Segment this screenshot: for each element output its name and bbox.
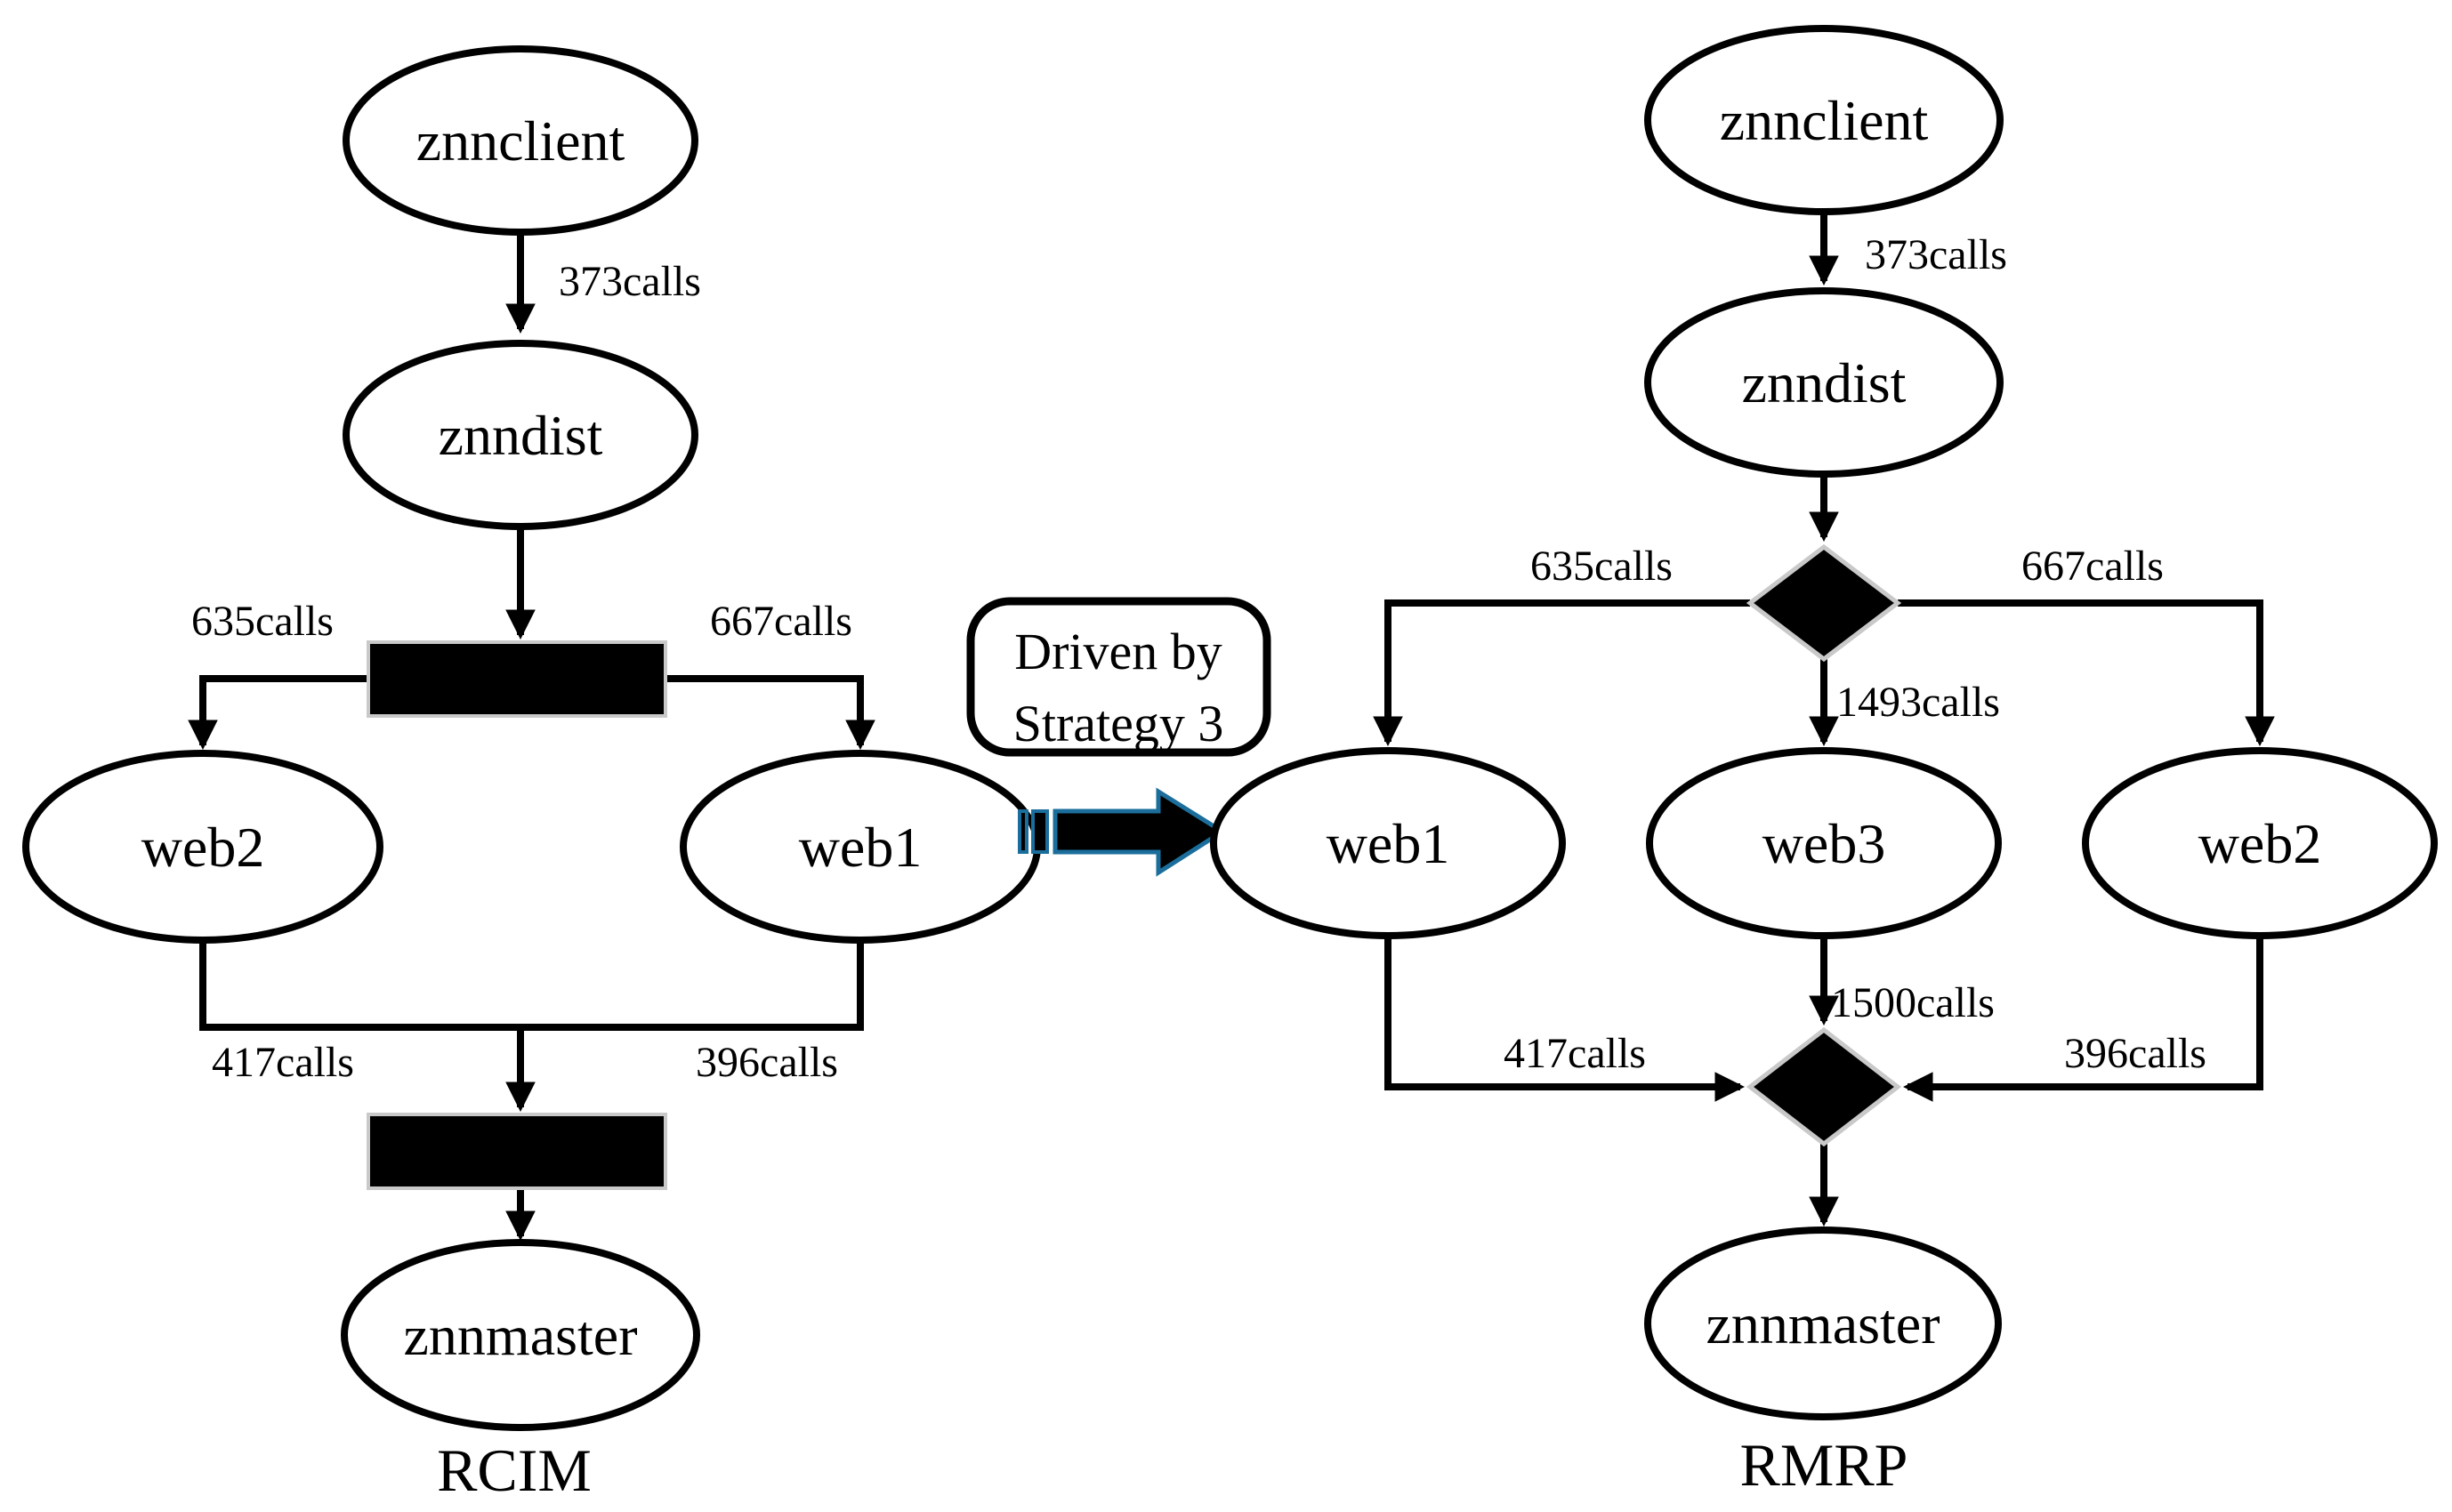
rmrp-node-znnmaster-label: znnmaster	[1706, 1292, 1940, 1355]
rmrp-label-1493calls: 1493calls	[1836, 679, 2000, 726]
rmrp-edge-branch-web2	[1898, 599, 2275, 747]
rcim-diagram: znnclient znndist web2 web1 znnmaster 37…	[22, 45, 1041, 1504]
rmrp-label-373calls: 373calls	[1865, 231, 2007, 278]
rcim-label-417calls: 417calls	[212, 1039, 354, 1086]
rcim-node-znndist	[343, 340, 698, 530]
rcim-node-znnclient	[343, 45, 698, 236]
rmrp-label-417calls: 417calls	[1504, 1030, 1646, 1077]
rmrp-label-1500calls: 1500calls	[1831, 979, 1995, 1026]
rcim-node-znnclient-label: znnclient	[416, 109, 625, 173]
transition-label-line1: Driven by	[1014, 623, 1222, 680]
rcim-label-373calls: 373calls	[559, 258, 701, 305]
transition-arrow-stripe-2	[1031, 809, 1049, 854]
rmrp-branch-diamond	[1746, 543, 1902, 663]
transition-arrow-stripe-1	[1018, 809, 1028, 854]
rmrp-label-667calls: 667calls	[2021, 543, 2164, 590]
rmrp-node-znnclient	[1644, 25, 2004, 215]
transition-callout-box	[966, 597, 1271, 757]
rmrp-node-znnmaster	[1644, 1226, 2002, 1420]
rmrp-node-web1	[1210, 747, 1566, 939]
rcim-fork-bar	[367, 640, 667, 718]
transition-right-arrow	[1053, 787, 1227, 877]
rcim-edge-forkbar-web2	[188, 675, 368, 751]
rcim-edge-web2-join	[199, 940, 520, 1031]
rcim-edge-forkbar-web1	[665, 675, 875, 751]
rmrp-edge-branch-web1	[1373, 599, 1750, 747]
rmrp-node-web1-label: web1	[1327, 812, 1450, 875]
rcim-node-web2	[22, 750, 383, 944]
rmrp-node-znnclient-label: znnclient	[1720, 89, 1929, 152]
rcim-join-bar	[367, 1113, 667, 1190]
rmrp-edge-web2-merge	[1902, 937, 2263, 1102]
rmrp-caption: RMRP	[1740, 1431, 1908, 1499]
rcim-label-667calls: 667calls	[710, 598, 852, 645]
rmrp-label-396calls: 396calls	[2064, 1030, 2206, 1077]
rcim-caption: RCIM	[437, 1436, 592, 1504]
rcim-node-web2-label: web2	[141, 816, 265, 879]
rcim-label-635calls: 635calls	[191, 598, 334, 645]
transition-label-line2: Strategy 3	[1013, 695, 1224, 752]
rcim-node-znndist-label: znndist	[439, 404, 603, 467]
rmrp-label-635calls: 635calls	[1530, 543, 1673, 590]
rcim-node-znnmaster	[341, 1239, 700, 1431]
rmrp-node-web3-label: web3	[1762, 812, 1886, 875]
rmrp-node-web2	[2082, 747, 2438, 939]
transition-group: Driven by Strategy 3	[966, 597, 1271, 877]
rmrp-node-web2-label: web2	[2198, 812, 2322, 875]
rmrp-edge-web1-merge	[1384, 937, 1746, 1102]
rmrp-node-web3	[1646, 747, 2002, 939]
rmrp-merge-diamond	[1746, 1026, 1902, 1147]
rcim-label-396calls: 396calls	[696, 1039, 838, 1086]
rmrp-node-znndist-label: znndist	[1742, 351, 1907, 414]
rcim-node-znnmaster-label: znnmaster	[404, 1304, 638, 1367]
rcim-edge-web1-join	[520, 940, 864, 1031]
rcim-node-web1-label: web1	[799, 816, 923, 879]
rmrp-diagram: znnclient znndist web1 web3 web2 znnmast…	[1210, 25, 2438, 1499]
rmrp-node-znndist	[1644, 287, 2004, 478]
